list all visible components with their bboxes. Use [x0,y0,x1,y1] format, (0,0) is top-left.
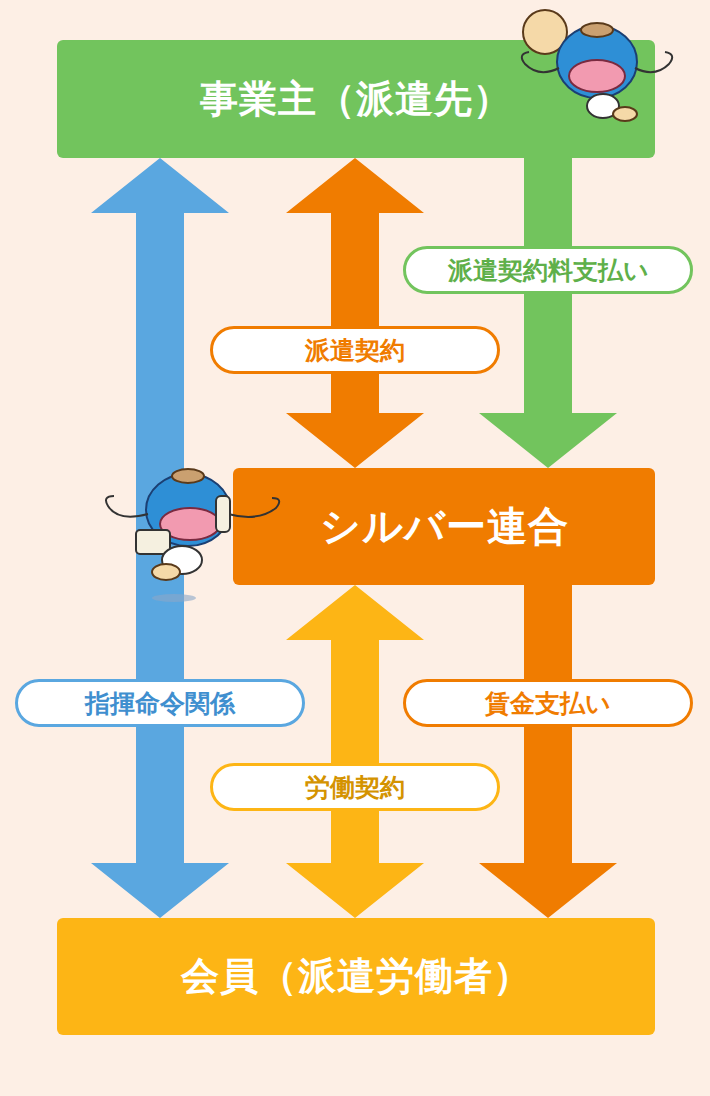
edge-label: 賃金支払い [403,679,693,727]
block-arrow [479,158,617,468]
edge-label: 派遣契約料支払い [403,246,693,294]
block-arrow [286,585,424,918]
process-box: 事業主（派遣先） [57,40,655,158]
process-box: シルバー連合 [233,468,655,585]
box-label: 事業主（派遣先） [200,74,512,125]
catfish-mascot [522,10,672,121]
block-arrow [479,585,617,918]
process-box: 会員（派遣労働者） [57,918,655,1035]
edge-label: 指揮命令関係 [15,679,305,727]
block-arrow [91,158,229,918]
block-arrow [286,158,424,468]
catfish-mascot-phone [106,469,279,602]
box-label: シルバー連合 [320,499,569,554]
edge-label: 派遣契約 [210,326,500,374]
box-label: 会員（派遣労働者） [181,951,532,1002]
edge-label: 労働契約 [210,763,500,811]
